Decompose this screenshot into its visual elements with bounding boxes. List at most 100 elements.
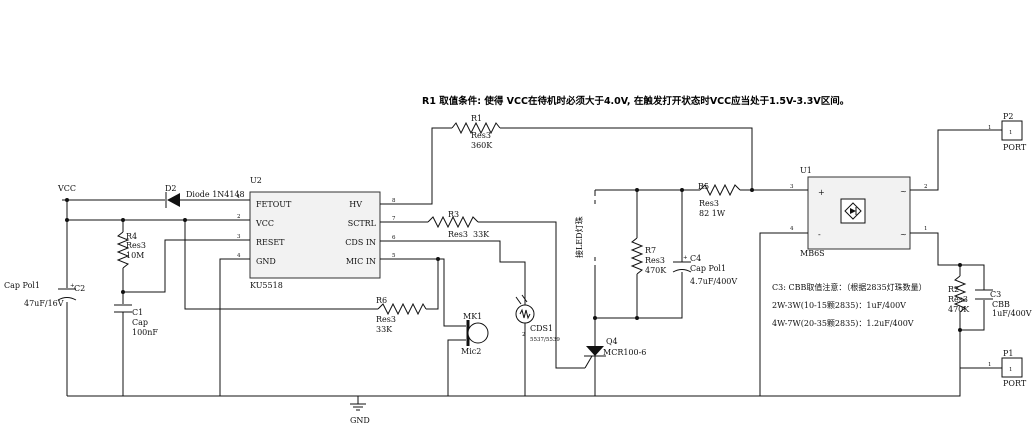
- p2-value: PORT: [1003, 143, 1027, 152]
- r1-ref: R1: [471, 114, 482, 123]
- u2-pin6-num: 6: [392, 235, 396, 241]
- p1-port: [1001, 357, 1023, 378]
- u2-pin2-name: VCC: [255, 219, 274, 228]
- r3-value: 33K: [473, 230, 490, 239]
- junction-dot: [65, 218, 69, 222]
- junction-dot: [121, 218, 125, 222]
- c2-capacitor: +: [57, 283, 77, 301]
- r4-ref: R4: [126, 232, 137, 241]
- hv-wire: [404, 127, 753, 205]
- r7-resistor: [630, 237, 644, 275]
- junction-dot: [680, 188, 684, 192]
- c3-type: CBB: [992, 300, 1010, 309]
- c1-type: Cap: [132, 318, 148, 327]
- d2-value: Diode 1N4148: [186, 190, 245, 199]
- junction-dot: [635, 316, 639, 320]
- ground-symbol: [350, 396, 366, 411]
- p1-ref: P1: [1003, 349, 1013, 358]
- r5-type: Res3: [699, 199, 719, 208]
- r6-value: 33K: [376, 325, 393, 334]
- u2-pin4-num: 4: [237, 253, 241, 259]
- r3-resistor: [427, 215, 479, 229]
- mk1-ref: MK1: [463, 312, 482, 321]
- gnd-label: GND: [350, 416, 370, 425]
- u2-ic: [249, 191, 381, 279]
- u2-gnd-wire: [219, 258, 230, 396]
- ac2-wire: [910, 232, 985, 331]
- r1-condition-note: R1 取值条件: 使得 VCC在待机时必须大于4.0V, 在触发打开状态时VCC…: [422, 95, 849, 107]
- u1-ac1: ~: [900, 187, 907, 196]
- r2-value: 470K: [948, 305, 970, 314]
- c4-capacitor: +: [672, 255, 692, 273]
- vcc-to-r6-wire: [184, 220, 439, 310]
- u2-left-pins: [230, 199, 250, 260]
- svg-text:+: +: [70, 283, 75, 289]
- r1-type: Res3: [471, 131, 491, 140]
- junction-dot: [635, 188, 639, 192]
- c4-type: Cap Pol1: [690, 264, 726, 273]
- r3-type: Res3: [448, 230, 468, 239]
- u2-pin2-num: 2: [237, 214, 241, 220]
- u2-part: KU5518: [250, 281, 283, 290]
- vcc-label: VCC: [57, 184, 76, 193]
- u1-pin1: 1: [924, 226, 928, 232]
- ac1-wire: [910, 129, 1002, 191]
- c3-value: 1uF/400V: [992, 309, 1032, 318]
- r6-type: Res3: [376, 315, 396, 324]
- u1-ac2: ~: [900, 230, 907, 239]
- p1-value: PORT: [1003, 379, 1027, 388]
- r7-ref: R7: [645, 246, 656, 255]
- junction-dot: [958, 328, 962, 332]
- q4-value: MCR100-6: [603, 348, 646, 357]
- r4-value: 10M: [126, 251, 144, 260]
- reset-wire: [123, 239, 250, 293]
- ground-rail: [67, 330, 961, 397]
- p1-pin: 1: [988, 362, 992, 368]
- u2-right-pins: [380, 203, 404, 260]
- c2-type: Cap Pol1: [4, 281, 40, 290]
- mk1-value: Mic2: [461, 347, 481, 356]
- p2-port: [1001, 120, 1023, 141]
- cds1-value: 5537/5539: [530, 337, 560, 343]
- u2-pin5-num: 5: [392, 253, 396, 259]
- c2-ref: C2: [74, 284, 85, 293]
- cds1-ref: CDS1: [530, 324, 553, 333]
- svg-text:+: +: [683, 255, 688, 261]
- mk1-microphone: [466, 320, 489, 346]
- u2-pin1-name: FETOUT: [256, 200, 292, 209]
- c1-ref: C1: [132, 308, 143, 317]
- u1-pin3: 3: [790, 184, 794, 190]
- r2-resistor: [953, 275, 967, 313]
- u2-pin5-name: MIC IN: [346, 257, 376, 266]
- c2-value: 47uF/16V: [24, 299, 64, 308]
- u1-ref: U1: [800, 166, 812, 175]
- c4-value: 4.7uF/400V: [690, 277, 737, 286]
- r2-type: Res3: [948, 295, 968, 304]
- junction-dot: [183, 218, 187, 222]
- p2-ref: P2: [1003, 112, 1013, 121]
- c3-ref: C3: [990, 290, 1001, 299]
- c3-capacitor: [975, 289, 993, 300]
- bridge-icon: [840, 198, 866, 224]
- u2-pin8-num: 8: [392, 198, 396, 204]
- cds-in-wire: [404, 240, 526, 290]
- c4-ref: C4: [690, 254, 701, 263]
- c1-value: 100nF: [132, 328, 158, 337]
- d2-diode: [165, 192, 180, 208]
- u2-pin7-name: SCTRL: [348, 219, 377, 228]
- c1-capacitor: [114, 304, 132, 326]
- u2-ref: U2: [250, 176, 262, 185]
- p2-pin: 1: [988, 125, 992, 131]
- junction-dot: [436, 257, 440, 261]
- r6-ref: R6: [376, 296, 387, 305]
- u2-pin1-num: 1: [237, 194, 241, 200]
- r4-type: Res3: [126, 241, 146, 250]
- u1-pin2: 2: [924, 184, 928, 190]
- u1-plus: +: [818, 188, 825, 197]
- junction-dot: [750, 188, 754, 192]
- c3-note-line2: 4W-7W(20-35颗2835)：1.2uF/400V: [772, 319, 914, 328]
- r1-value: 360K: [471, 141, 493, 150]
- r1-resistor: [451, 121, 501, 135]
- u1-minus: -: [818, 230, 821, 239]
